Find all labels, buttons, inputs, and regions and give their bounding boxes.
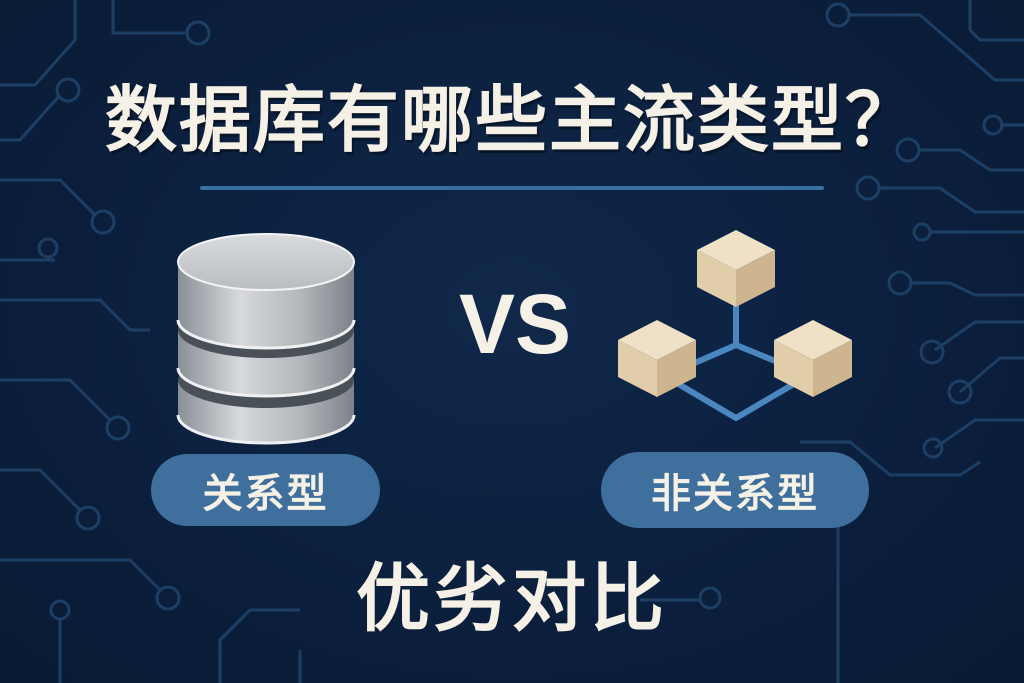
title-divider [200,186,824,190]
versus-text: VS [458,277,572,371]
non-relational-label: 非关系型 [651,471,819,517]
relational-label: 关系型 [202,471,329,517]
cube-left [618,320,696,397]
cube-right [774,320,852,397]
relational-label-pill: 关系型 [151,454,380,526]
cube-top [697,230,775,307]
network-cubes-icon [618,230,852,421]
page-title: 数据库有哪些主流类型？ [104,78,919,162]
database-cylinder-icon [176,233,356,445]
comparison-subtitle: 优劣对比 [356,556,668,642]
non-relational-label-pill: 非关系型 [601,452,869,528]
